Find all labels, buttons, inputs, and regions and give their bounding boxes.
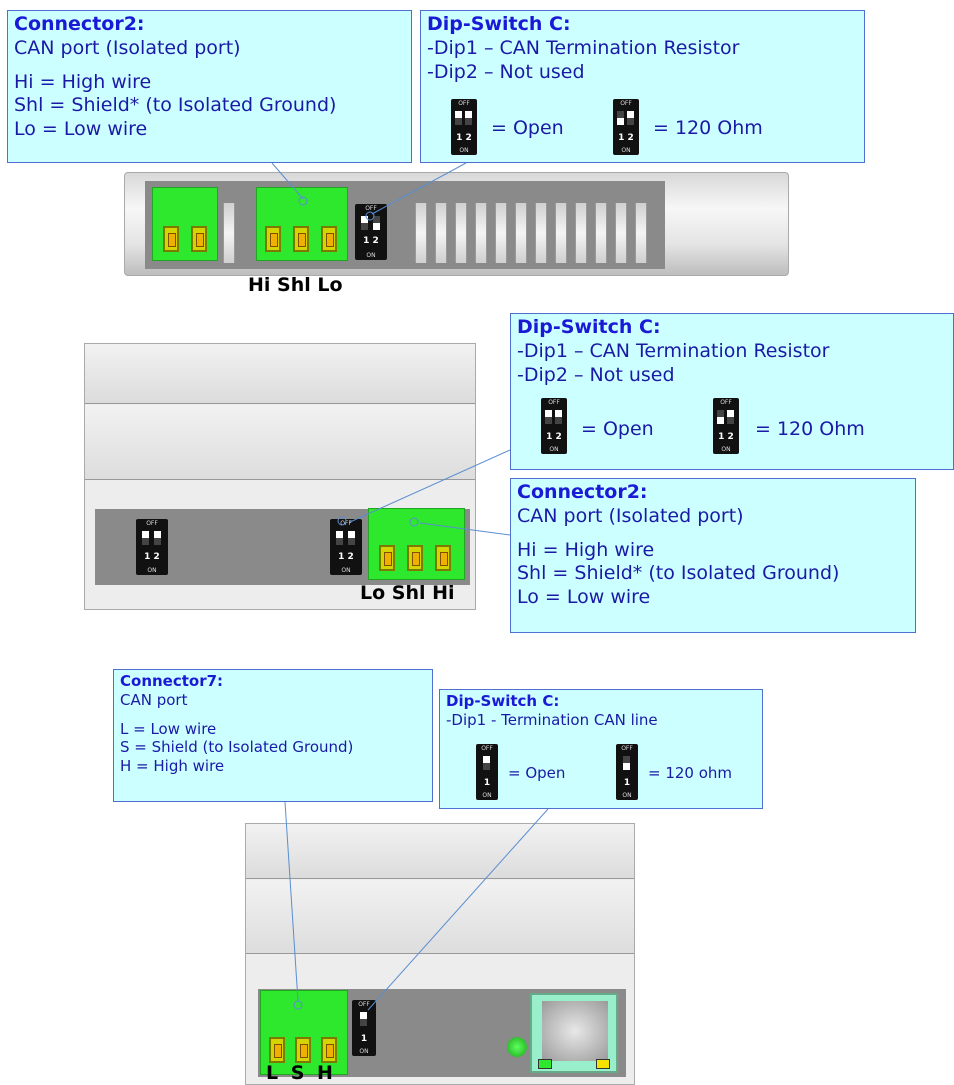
- ethernet-port: [530, 993, 618, 1073]
- bottom-can-connector: [260, 990, 348, 1075]
- side-connector-callout: Connector2: CAN port (Isolated port) Hi …: [510, 478, 916, 633]
- top-connector-callout: Connector2: CAN port (Isolated port) Hi …: [7, 10, 412, 163]
- bottom-connector-callout: Connector7: CAN port L = Low wire S = Sh…: [113, 669, 433, 802]
- top-can-connector: [256, 187, 348, 261]
- top-device: [124, 172, 789, 276]
- side-dip-callout: Dip-Switch C: -Dip1 – CAN Termination Re…: [510, 313, 954, 470]
- top-dip-switch[interactable]: OFF 1 2 ON: [355, 204, 387, 260]
- top-dip-callout: Dip-Switch C: -Dip1 – CAN Termination Re…: [420, 10, 865, 163]
- status-led: [507, 1037, 527, 1057]
- bottom-dip-callout: Dip-Switch C: -Dip1 - Termination CAN li…: [439, 689, 763, 809]
- side-can-connector: [368, 508, 465, 580]
- callout-title: Connector2:: [14, 13, 145, 35]
- top-pin-labels: Hi Shl Lo: [248, 274, 343, 296]
- bottom-pin-labels: L S H: [266, 1062, 333, 1084]
- side-pin-labels: Lo Shl Hi: [360, 582, 455, 604]
- top-left-connector: [152, 187, 218, 261]
